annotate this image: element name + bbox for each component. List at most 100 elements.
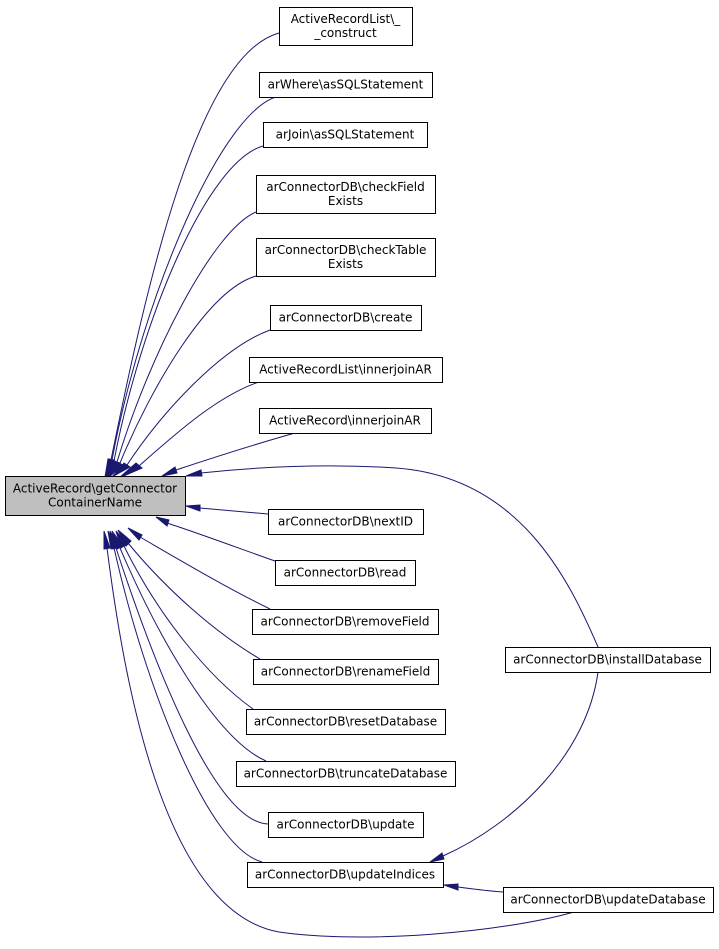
edge-arrowhead	[185, 504, 201, 512]
node-box	[5, 476, 186, 516]
edge-line	[113, 547, 263, 863]
node-label-line: arConnectorDB\removeField	[261, 615, 430, 629]
edge-arrowhead	[185, 469, 203, 477]
edge-arrowhead	[118, 462, 143, 479]
node-update[interactable]: arConnectorDB\update	[268, 812, 424, 838]
edge-arrowhead	[161, 466, 178, 477]
node-renamefield[interactable]: arConnectorDB\renameField	[253, 659, 439, 685]
node-resetdb[interactable]: arConnectorDB\resetDatabase	[246, 709, 446, 735]
edge-line	[115, 547, 269, 825]
node-updatedb[interactable]: arConnectorDB\updateDatabase	[503, 887, 714, 913]
node-box	[256, 175, 436, 214]
node-truncatedb[interactable]: arConnectorDB\truncateDatabase	[236, 761, 456, 787]
node-recinner[interactable]: ActiveRecord\innerjoinAR	[259, 408, 432, 434]
edge-line	[457, 886, 504, 893]
node-box	[259, 408, 432, 434]
node-label-line: Exists	[328, 257, 363, 271]
edge-arrowhead	[107, 530, 118, 550]
edge-line	[123, 545, 254, 710]
edge-line	[199, 507, 269, 515]
node-label-line: arWhere\asSQLStatement	[268, 78, 424, 92]
edge-line	[119, 547, 267, 762]
edge-checkfield-to-focus	[107, 211, 257, 478]
edge-construct-to-focus	[104, 32, 280, 478]
edge-line	[111, 95, 281, 461]
edge-updatedb-to-focus	[103, 530, 575, 938]
edge-line	[442, 671, 599, 857]
node-label-line: arConnectorDB\truncateDatabase	[244, 767, 448, 781]
node-box	[279, 7, 413, 46]
node-construct[interactable]: ActiveRecordList\__construct	[279, 7, 413, 46]
node-label-line: arConnectorDB\updateIndices	[255, 868, 435, 882]
node-label-line: arConnectorDB\resetDatabase	[254, 715, 437, 729]
node-listinner[interactable]: ActiveRecordList\innerjoinAR	[249, 357, 443, 383]
node-installdb[interactable]: arConnectorDB\installDatabase	[505, 647, 711, 673]
node-label-line: arConnectorDB\renameField	[261, 665, 430, 679]
edge-arrowhead	[429, 852, 445, 863]
nodes-layer: ActiveRecord\getConnectorContainerNameAc…	[5, 7, 714, 913]
edge-arrowhead	[111, 462, 131, 478]
edge-line	[119, 275, 257, 464]
edge-line	[110, 32, 280, 461]
node-box	[503, 887, 714, 913]
edge-nextid-to-focus	[185, 504, 269, 515]
node-label-line: arConnectorDB\checkTable	[265, 243, 427, 257]
edge-line	[126, 329, 271, 466]
edge-line	[139, 536, 271, 610]
node-box	[259, 72, 433, 98]
node-box	[270, 305, 422, 331]
edge-arrowhead	[108, 461, 124, 478]
edge-resetdb-to-focus	[115, 530, 254, 710]
node-removefield[interactable]: arConnectorDB\removeField	[252, 609, 439, 635]
node-label-line: arJoin\asSQLStatement	[276, 128, 415, 142]
node-box	[256, 238, 436, 277]
edge-installdb-to-updateindices	[429, 671, 599, 863]
node-where[interactable]: arWhere\asSQLStatement	[259, 72, 433, 98]
edge-create-to-focus	[111, 329, 271, 478]
edges-layer	[103, 32, 599, 938]
node-updateindices[interactable]: arConnectorDB\updateIndices	[247, 862, 444, 888]
edge-line	[138, 380, 263, 467]
node-box	[263, 122, 428, 148]
node-label-line: ActiveRecord\innerjoinAR	[269, 414, 421, 428]
node-label-line: ActiveRecordList\_	[291, 12, 402, 26]
edge-recinner-to-focus	[161, 432, 296, 477]
edge-line	[127, 542, 261, 660]
node-box	[236, 761, 456, 787]
node-nextid[interactable]: arConnectorDB\nextID	[268, 509, 424, 535]
node-box	[252, 609, 439, 635]
edge-installdb-to-focus	[185, 465, 599, 648]
node-label-line: arConnectorDB\updateDatabase	[510, 893, 705, 907]
edge-line	[113, 145, 264, 462]
node-box	[268, 509, 424, 535]
node-label-line: arConnectorDB\read	[284, 566, 407, 580]
edge-updatedb-to-updateindices	[443, 883, 504, 893]
edge-line	[200, 465, 599, 648]
node-label-line: ActiveRecord\getConnector	[13, 482, 177, 496]
edge-updateindices-to-focus	[107, 530, 263, 863]
node-label-line: arConnectorDB\checkField	[266, 180, 425, 194]
edge-arrowhead	[155, 516, 170, 527]
node-label-line: arConnectorDB\update	[277, 818, 415, 832]
edge-read-to-focus	[155, 516, 276, 562]
edge-arrowhead	[103, 530, 111, 550]
node-box	[247, 862, 444, 888]
node-box	[268, 812, 424, 838]
node-label-line: arConnectorDB\installDatabase	[513, 653, 702, 667]
node-read[interactable]: arConnectorDB\read	[275, 560, 416, 586]
edge-removefield-to-focus	[127, 527, 271, 610]
node-box	[253, 659, 439, 685]
edge-arrowhead	[127, 527, 143, 541]
node-label-line: arConnectorDB\create	[279, 311, 413, 325]
node-join[interactable]: arJoin\asSQLStatement	[263, 122, 428, 148]
edge-arrowhead	[443, 883, 459, 891]
node-label-line: _construct	[313, 26, 377, 40]
edge-line	[175, 432, 296, 471]
node-create[interactable]: arConnectorDB\create	[270, 305, 422, 331]
edge-listinner-to-focus	[118, 380, 263, 479]
node-label-line: ContainerName	[48, 496, 142, 510]
